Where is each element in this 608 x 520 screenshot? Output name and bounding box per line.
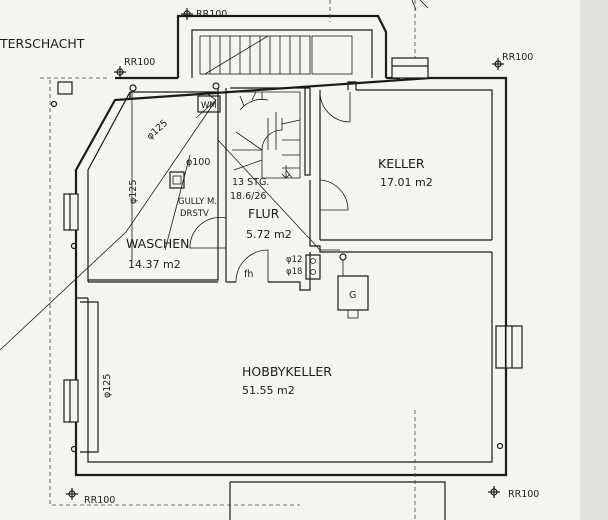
pipe-slanted (164, 154, 191, 251)
left-slanted-wall (87, 91, 131, 282)
washing-machine-label: WM (201, 101, 217, 111)
outer-dashed-boundary (49, 80, 300, 506)
washing-machine-box (197, 95, 221, 113)
flur-name: FLUR (248, 206, 280, 221)
meter-box (305, 254, 321, 280)
door-swing-waschen (189, 217, 227, 249)
phi12-label: φ12 (286, 255, 302, 265)
stair-direction-arrow (281, 165, 291, 179)
gully-label-1: GULLY M. (178, 197, 217, 207)
flur-area: 5.72 m2 (246, 228, 292, 241)
door-swing-stair (319, 91, 351, 123)
spiral-stair (230, 91, 301, 179)
gully-label-2: DRSTV (180, 209, 209, 219)
north-arrow-hint (411, 0, 429, 11)
window-right (495, 325, 523, 369)
pipe-125-label-b: φ125 (128, 180, 139, 204)
keller-left-wall (319, 81, 357, 240)
upper-stair-steps (199, 35, 353, 75)
window-left-lower (63, 301, 99, 453)
phi18-label: φ18 (286, 267, 302, 277)
stairs-label-2: 18.6/26 (230, 191, 266, 202)
fh-label: fh (244, 269, 253, 280)
flur-right-wall (309, 180, 492, 253)
rr100-bottom-right-label: RR100 (508, 489, 539, 500)
pipe-125-label-c: φ125 (102, 374, 113, 398)
hobbykeller-area: 51.55 m2 (242, 384, 295, 397)
paper-edge (580, 0, 608, 520)
stairwell-annex-wall (176, 14, 388, 78)
bottom-foundation (229, 481, 446, 520)
heater-label: G (349, 290, 356, 301)
drain-pipe-diagonal (0, 99, 217, 351)
keller-area: 17.01 m2 (380, 176, 433, 189)
pipe-to-flur (217, 139, 340, 251)
rr100-bottom-left-label: RR100 (84, 495, 115, 506)
gully-symbol (169, 171, 185, 189)
stair-wall (304, 88, 311, 176)
rr100-right-label: RR100 (502, 52, 533, 63)
rr-markers (50, 8, 504, 500)
rr100-left-label: RR100 (124, 57, 155, 68)
flur-bottom-wall (226, 252, 311, 291)
keller-name: KELLER (378, 156, 425, 171)
stairwell-inner-wall (191, 29, 373, 78)
main-inner-wall (76, 87, 493, 463)
window-left-upper (63, 193, 79, 231)
schacht-label: TERSCHACHT (0, 36, 85, 51)
waschen-name: WASCHEN (126, 236, 190, 251)
pipe-125-label-a: φ125 (145, 118, 170, 143)
shaft-symbol (57, 81, 73, 95)
window-top-right (391, 57, 429, 79)
door-swing-flur (235, 249, 269, 283)
pipe-100-label: φ100 (186, 157, 210, 168)
waschen-walls (88, 92, 219, 283)
stairs-label-1: 13 STG. (232, 177, 269, 188)
rr100-top-label: RR100 (196, 9, 227, 20)
hobbykeller-name: HOBBYKELLER (242, 364, 332, 379)
waschen-area: 14.37 m2 (128, 258, 181, 271)
door-swing-keller (319, 179, 349, 211)
